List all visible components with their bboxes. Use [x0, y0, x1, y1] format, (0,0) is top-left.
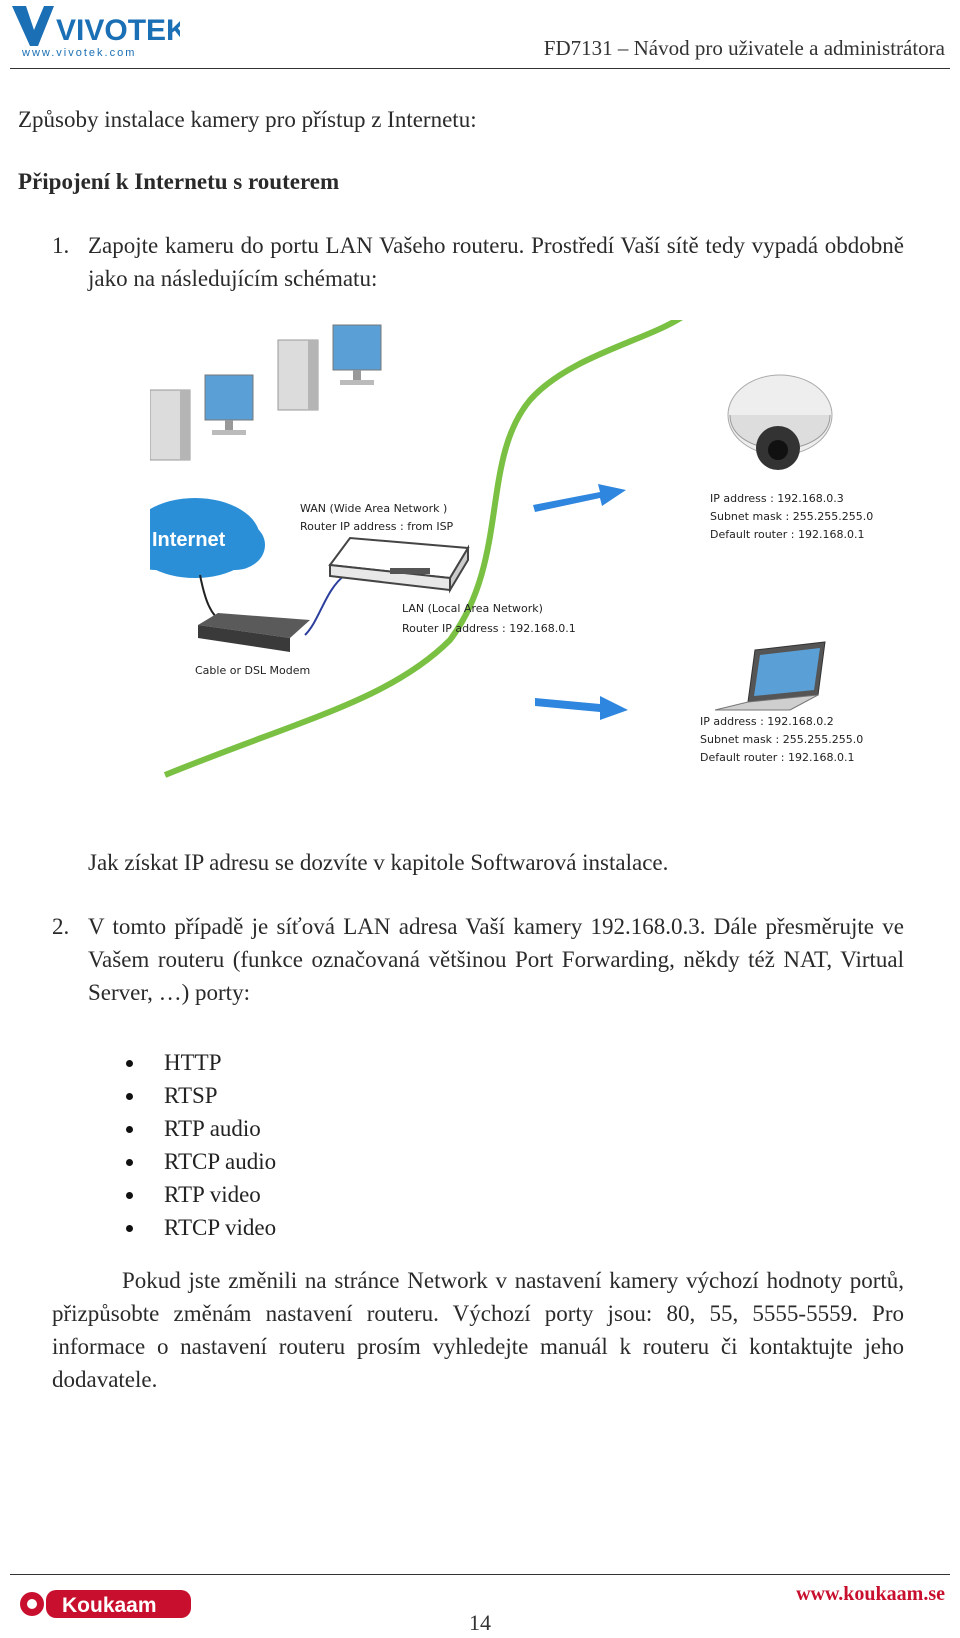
closing-paragraph: Pokud jste změnili na stránce Network v … — [52, 1268, 904, 1392]
list-item: RTP audio — [126, 1112, 276, 1145]
desktop-pc-2 — [277, 324, 382, 411]
footer-url: www.koukaam.se — [796, 1583, 945, 1605]
list-item: RTCP video — [126, 1211, 276, 1244]
footer-divider — [10, 1574, 950, 1575]
internet-cloud-icon — [150, 498, 265, 578]
network-diagram: Internet WAN (Wide Area Network ) Router… — [150, 320, 873, 778]
page-number: 14 — [469, 1610, 491, 1635]
svg-text:Koukaam: Koukaam — [62, 1594, 157, 1617]
step2-number: 2. — [52, 914, 70, 939]
svg-text:Cable or DSL Modem: Cable or DSL Modem — [195, 664, 310, 677]
arrow-to-laptop-icon — [535, 696, 628, 720]
list-item: RTSP — [126, 1079, 276, 1112]
svg-text:www.vivotek.com: www.vivotek.com — [21, 47, 136, 59]
step1-number: 1. — [52, 233, 70, 258]
svg-text:Subnet mask : 255.255.255.0: Subnet mask : 255.255.255.0 — [700, 733, 863, 746]
modem-icon — [198, 613, 310, 652]
arrow-to-camera-icon — [533, 484, 626, 512]
list-item: RTP video — [126, 1178, 276, 1211]
svg-text:LAN (Local Area Network): LAN (Local Area Network) — [402, 602, 543, 615]
laptop-icon — [714, 641, 826, 711]
svg-text:Router IP address : 192.168.0.: Router IP address : 192.168.0.1 — [402, 622, 576, 635]
list-item: RTCP audio — [126, 1145, 276, 1178]
list-item: HTTP — [126, 1046, 276, 1079]
page-header: VIVOTEK www.vivotek.com FD7131 – Návod p… — [0, 0, 960, 70]
step1-text: Zapojte kameru do portu LAN Vašeho route… — [88, 233, 904, 291]
dome-camera-icon — [727, 374, 833, 470]
svg-text:Default router : 192.168.0.1: Default router : 192.168.0.1 — [700, 751, 854, 764]
svg-text:Default router : 192.168.0.1: Default router : 192.168.0.1 — [710, 528, 864, 541]
router-icon — [328, 536, 470, 594]
ip-note-text: Jak získat IP adresu se dozvíte v kapito… — [88, 850, 669, 875]
desktop-pc-1 — [150, 374, 254, 461]
svg-text:IP address : 192.168.0.2: IP address : 192.168.0.2 — [700, 715, 834, 728]
svg-text:IP address : 192.168.0.3: IP address : 192.168.0.3 — [710, 492, 844, 505]
svg-text:VIVOTEK: VIVOTEK — [56, 14, 180, 47]
section-heading: Připojení k Internetu s routerem — [18, 169, 340, 194]
svg-text:Subnet mask : 255.255.255.0: Subnet mask : 255.255.255.0 — [710, 510, 873, 523]
intro-text: Způsoby instalace kamery pro přístup z I… — [18, 107, 477, 132]
port-list: HTTP RTSP RTP audio RTCP audio RTP video… — [126, 1046, 276, 1244]
internet-label: Internet — [152, 529, 226, 551]
step2-text: V tomto případě je síťová LAN adresa Vaš… — [88, 914, 904, 1005]
document-title: FD7131 – Návod pro uživatele a administr… — [543, 36, 945, 60]
router-cable — [304, 574, 346, 636]
svg-text:WAN (Wide Area Network ): WAN (Wide Area Network ) — [300, 502, 447, 515]
header-divider — [10, 68, 950, 69]
svg-text:Router IP address : from ISP: Router IP address : from ISP — [300, 520, 454, 533]
internet-line — [163, 320, 683, 778]
vivotek-logo: VIVOTEK www.vivotek.com — [12, 6, 180, 59]
koukaam-logo: Koukaam — [20, 1590, 191, 1618]
